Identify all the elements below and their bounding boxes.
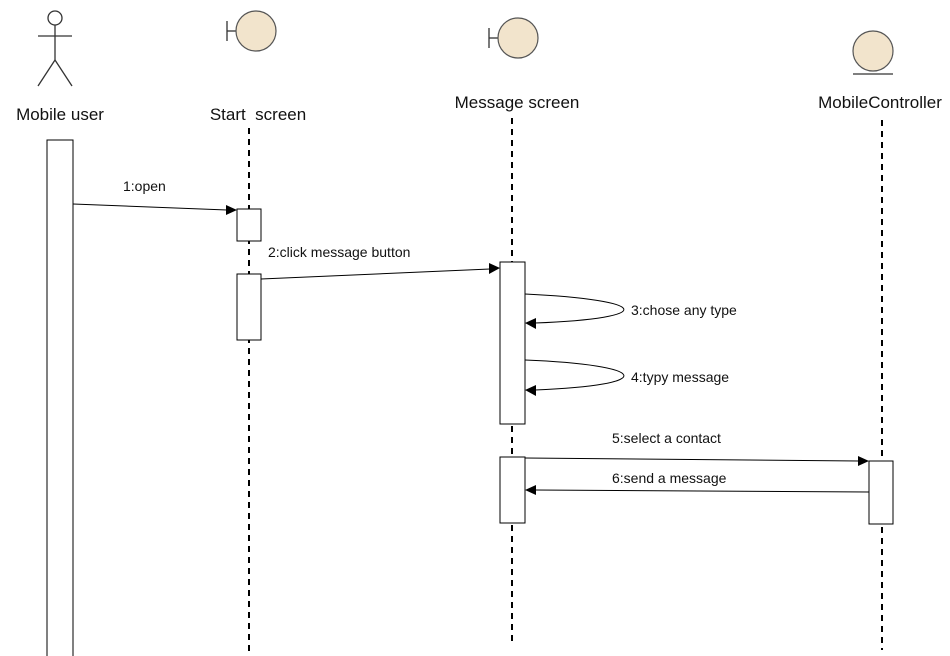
entity-mobile-controller-icon bbox=[852, 30, 894, 75]
arrowhead-select-a-contact bbox=[858, 456, 869, 466]
activation-start-screen-1 bbox=[236, 208, 262, 242]
activation-start-screen-2 bbox=[236, 273, 262, 341]
message-label-click-message-button: 2:click message button bbox=[268, 244, 410, 260]
activation-mobile-controller bbox=[868, 460, 894, 525]
activation-message-screen-2 bbox=[499, 456, 526, 524]
arrowhead-typy-message bbox=[525, 385, 536, 396]
message-arrow-open bbox=[72, 203, 228, 211]
actor-stick-figure-icon bbox=[37, 10, 73, 87]
message-arrow-select-a-contact bbox=[524, 457, 860, 462]
arrowhead-open bbox=[226, 205, 237, 215]
participant-label-mobile-controller: MobileController bbox=[818, 93, 942, 112]
boundary-message-screen-icon bbox=[488, 17, 539, 59]
arrowhead-send-a-message bbox=[525, 485, 536, 495]
participant-label-message-screen: Message screen bbox=[455, 93, 580, 112]
activation-message-screen-1 bbox=[499, 261, 526, 425]
arrowhead-chose-any-type bbox=[525, 318, 536, 329]
message-label-open: 1:open bbox=[123, 178, 166, 194]
activation-mobile-user bbox=[46, 139, 74, 656]
message-arrow-send-a-message bbox=[534, 489, 870, 493]
boundary-start-screen-icon bbox=[226, 10, 277, 52]
arrowhead-click-message-button bbox=[489, 263, 500, 274]
message-label-chose-any-type: 3:chose any type bbox=[631, 302, 737, 318]
message-label-send-a-message: 6:send a message bbox=[612, 470, 727, 486]
participant-label-start-screen: Start screen bbox=[210, 105, 306, 124]
message-arrow-chose-any-type bbox=[524, 293, 625, 324]
message-arrow-click-message-button bbox=[260, 268, 491, 280]
message-arrow-typy-message bbox=[524, 359, 625, 391]
participant-label-mobile-user: Mobile user bbox=[16, 105, 104, 124]
message-label-select-a-contact: 5:select a contact bbox=[612, 430, 721, 446]
message-label-typy-message: 4:typy message bbox=[631, 369, 729, 385]
